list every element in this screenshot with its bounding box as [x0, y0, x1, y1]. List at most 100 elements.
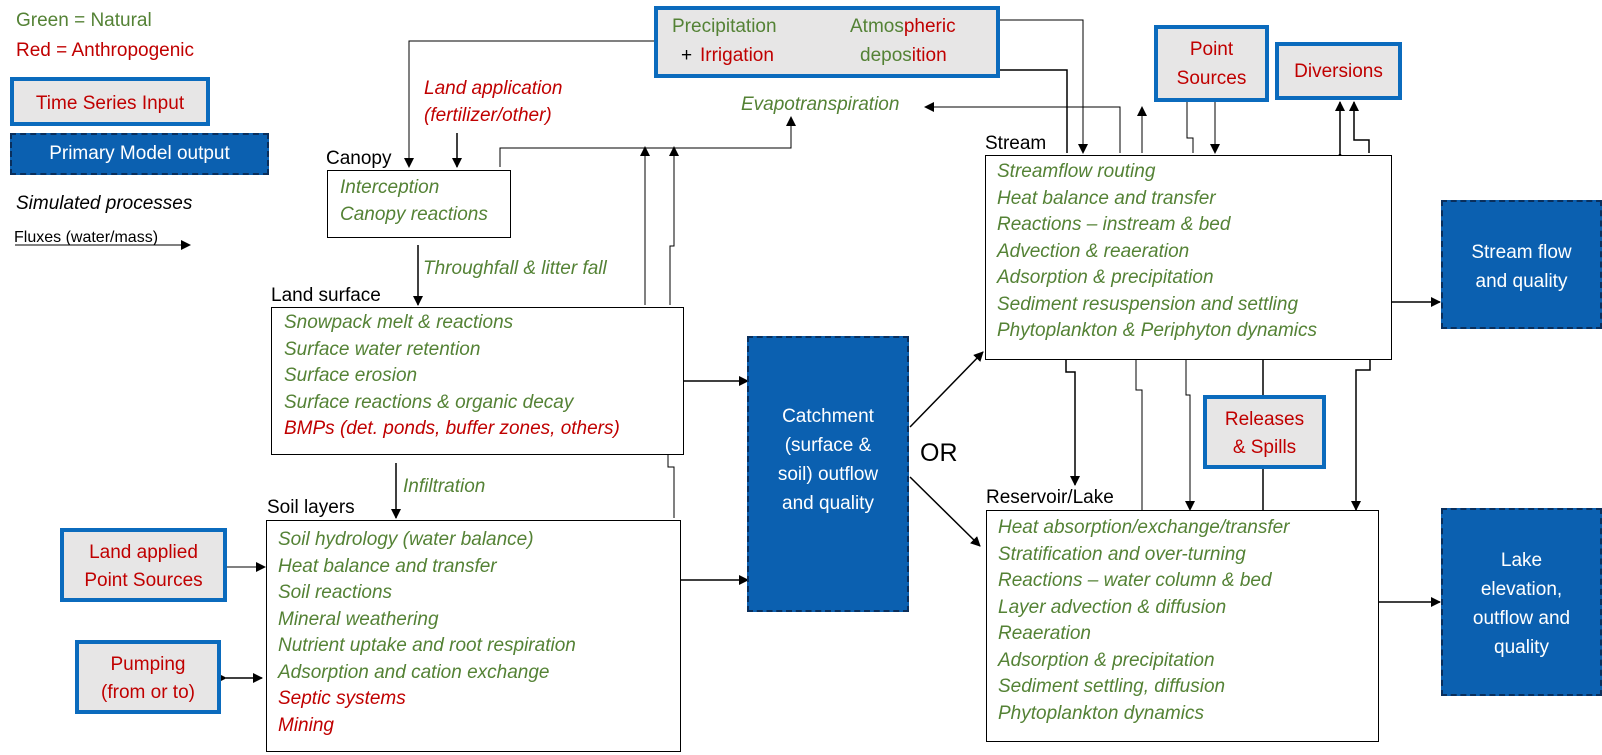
stream-items: Streamflow routing Heat balance and tran…: [997, 159, 1317, 345]
canopy-item: Canopy reactions: [340, 203, 488, 225]
legend-time-series-box: Time Series Input: [10, 77, 210, 126]
catchment-to-reservoir: [909, 476, 981, 547]
soil-item-anthropogenic: Mining: [278, 714, 334, 736]
soil-item: Nutrient uptake and root respiration: [278, 635, 576, 656]
pointsources-line: [1186, 102, 1194, 153]
stream-to-et: [924, 102, 1121, 153]
deposition-label: deposition: [860, 45, 947, 66]
pumping-label-2: (from or to): [101, 682, 195, 703]
canopy-item: Interception: [340, 177, 440, 198]
land-surface-box: Snowpack melt & reactions Surface water …: [271, 307, 684, 455]
atmospheric-label: Atmospheric: [850, 16, 956, 37]
plus-label: +: [681, 45, 693, 66]
pumping-label-1: Pumping: [110, 654, 186, 675]
reservoir-item: Heat absorption/exchange/transfer: [998, 517, 1290, 538]
stream-item: Advection & reaeration: [997, 240, 1190, 262]
soil-item: Soil reactions: [278, 582, 393, 603]
legend-output-label: Primary Model output: [49, 143, 230, 164]
releases-label-1: Releases: [1224, 409, 1305, 430]
stream-item: Heat balance and transfer: [997, 187, 1216, 209]
legend-simulated-processes: Simulated processes: [16, 193, 193, 214]
soil-item: Adsorption and cation exchange: [278, 661, 550, 683]
reservoir-item: Phytoplankton dynamics: [998, 702, 1204, 724]
reservoir-item: Stratification and over-turning: [998, 543, 1246, 565]
stream-title: Stream: [985, 133, 1047, 154]
stream-to-reservoir: [1065, 360, 1080, 486]
stream-item: Sediment resuspension and settling: [997, 293, 1299, 315]
catchment-output-text: Catchment (surface & soil) outflow and q…: [777, 406, 879, 514]
soil-item: Heat balance and transfer: [278, 555, 497, 577]
surface-to-et-2: [669, 146, 679, 305]
legend-natural: Green = Natural: [16, 10, 152, 31]
soil-item-anthropogenic: Septic systems: [278, 688, 406, 709]
legend-fluxes: Fluxes (water/mass): [14, 229, 159, 246]
releases-label-2: & Spills: [1232, 437, 1297, 458]
pumping-input-box: Pumping (from or to): [75, 640, 221, 714]
diversions-arrow-2: [1349, 101, 1370, 153]
reservoir-item: Sediment settling, diffusion: [998, 676, 1226, 697]
catchment-output-box: Catchment (surface & soil) outflow and q…: [747, 336, 909, 612]
reservoir-item: Reactions – water column & bed: [998, 570, 1272, 591]
legend-anthropogenic: Red = Anthropogenic: [16, 40, 194, 61]
reservoir-box: Heat absorption/exchange/transfer Strati…: [986, 510, 1379, 742]
land-applied-label-2: Point Sources: [84, 570, 203, 591]
legend-time-series-label: Time Series Input: [35, 93, 185, 114]
stream-item: Reactions – instream & bed: [997, 214, 1231, 235]
evapotranspiration-label: Evapotranspiration: [741, 94, 900, 115]
land-applied-label-1: Land applied: [89, 542, 198, 563]
lake-output-text: Lake elevation, outflow and quality: [1472, 550, 1571, 658]
point-sources-input-box: Point Sources: [1154, 25, 1269, 102]
releases-input-box: Releases & Spills: [1203, 395, 1326, 469]
atmos-to-stream-2: [1000, 69, 1068, 153]
diversions-label: Diversions: [1294, 61, 1383, 82]
reservoir-item: Reaeration: [998, 623, 1091, 644]
point-sources-label-2: Sources: [1176, 68, 1247, 89]
infiltration-label: Infiltration: [403, 476, 486, 497]
reservoir-items: Heat absorption/exchange/transfer Strati…: [998, 515, 1290, 727]
reservoir-item: Adsorption & precipitation: [998, 649, 1215, 671]
precip-to-canopy: [404, 40, 654, 168]
catchment-to-stream: [909, 351, 984, 428]
land-surface-item: Snowpack melt & reactions: [284, 312, 514, 333]
soil-to-et: [667, 455, 675, 518]
stream-output-text: Stream flow and quality: [1471, 242, 1572, 292]
land-surface-item: Surface erosion: [284, 365, 418, 386]
reservoir-to-stream-1: [1135, 360, 1143, 510]
stream-to-reservoir-3: [1351, 360, 1371, 511]
soil-layers-title: Soil layers: [267, 497, 355, 518]
reservoir-title: Reservoir/Lake: [986, 487, 1114, 508]
land-surface-items: Snowpack melt & reactions Surface water …: [284, 310, 620, 443]
soil-layers-items: Soil hydrology (water balance) Heat bala…: [278, 527, 576, 739]
stream-box: Streamflow routing Heat balance and tran…: [985, 155, 1392, 360]
land-application-label-1: Land application: [424, 78, 563, 99]
lake-output-box: Lake elevation, outflow and quality: [1441, 508, 1602, 696]
stream-item: Adsorption & precipitation: [997, 267, 1214, 288]
soil-item: Soil hydrology (water balance): [278, 529, 534, 550]
legend-output-box: Primary Model output: [10, 133, 269, 175]
stream-to-reservoir-2: [1185, 360, 1195, 511]
irrigation-label: Irrigation: [700, 45, 774, 66]
land-applied-input-box: Land applied Point Sources: [60, 528, 227, 602]
throughfall-label: Throughfall & litter fall: [423, 258, 607, 279]
canopy-box: Interception Canopy reactions: [327, 170, 511, 238]
or-label: OR: [920, 439, 958, 467]
soil-layers-box: Soil hydrology (water balance) Heat bala…: [266, 520, 681, 752]
point-sources-label-1: Point: [1189, 39, 1234, 60]
precipitation-label: Precipitation: [672, 16, 777, 37]
canopy-title: Canopy: [326, 148, 392, 169]
precipitation-input-box: [654, 6, 1000, 78]
soil-item: Mineral weathering: [278, 608, 439, 630]
land-surface-item: Surface water retention: [284, 338, 481, 360]
land-surface-item: Surface reactions & organic decay: [284, 391, 574, 413]
atmos-to-stream-1: [1000, 19, 1088, 154]
stream-item: Streamflow routing: [997, 161, 1156, 182]
land-application-label-2: (fertilizer/other): [424, 105, 552, 126]
stream-item: Phytoplankton & Periphyton dynamics: [997, 320, 1318, 341]
diversions-input-box: Diversions: [1275, 42, 1402, 100]
stream-output-box: Stream flow and quality: [1441, 200, 1602, 329]
reservoir-item: Layer advection & diffusion: [998, 596, 1227, 618]
land-surface-item-anthropogenic: BMPs (det. ponds, buffer zones, others): [284, 418, 620, 439]
canopy-items: Interception Canopy reactions: [340, 175, 488, 228]
